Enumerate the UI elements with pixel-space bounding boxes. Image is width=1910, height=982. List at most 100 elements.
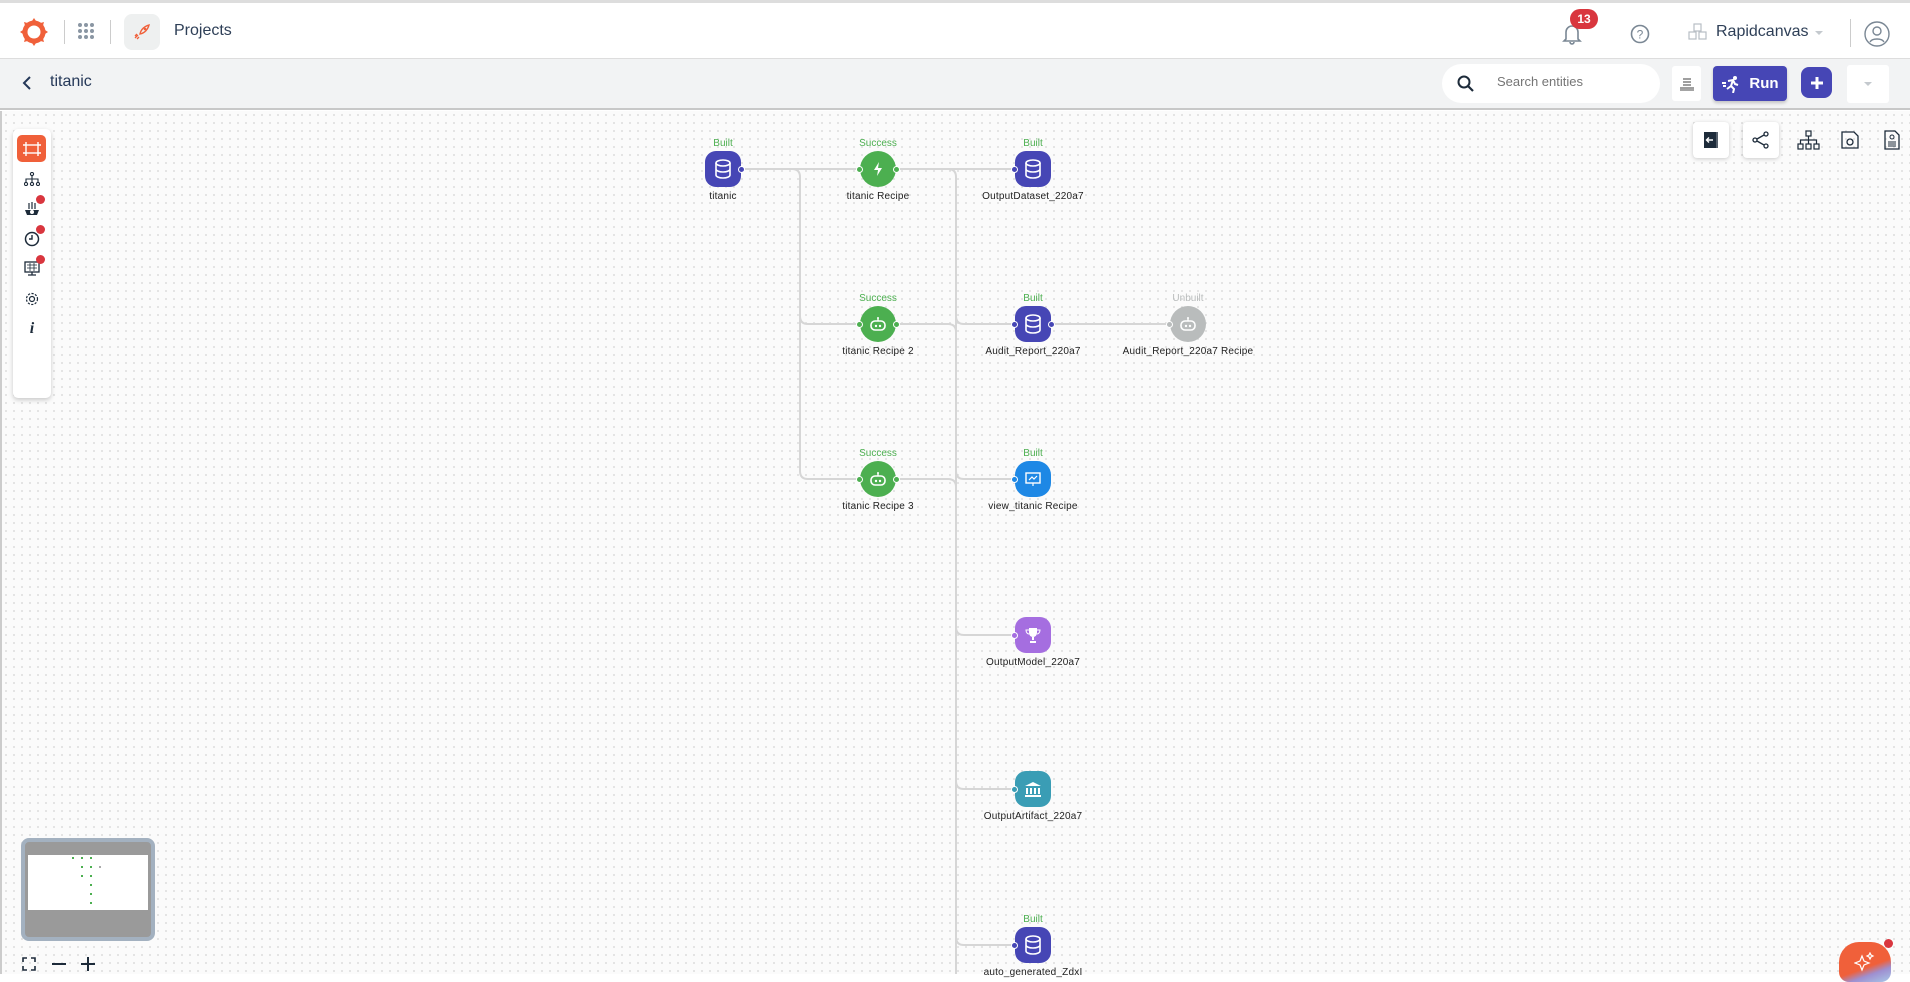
node-model[interactable] xyxy=(1011,617,1051,653)
node-recipe[interactable] xyxy=(856,151,900,187)
minimap-node xyxy=(81,875,83,877)
run-button[interactable]: Run xyxy=(1713,66,1787,101)
list-icon xyxy=(1679,77,1694,91)
node-dataset[interactable] xyxy=(1011,306,1055,342)
input-port[interactable] xyxy=(1011,165,1018,173)
add-button[interactable] xyxy=(1801,67,1832,98)
node-ai-recipe[interactable] xyxy=(856,306,900,342)
node-ai-recipe[interactable] xyxy=(856,461,900,497)
node-status: Built xyxy=(1023,914,1043,925)
info-button[interactable]: i xyxy=(29,320,35,337)
recipe-icon xyxy=(872,161,884,177)
node-label: titanic Recipe 3 xyxy=(842,501,914,512)
node-label: view_titanic Recipe xyxy=(988,501,1078,512)
ai-assistant-button[interactable] xyxy=(1839,939,1893,982)
scheduler-button[interactable] xyxy=(17,225,47,253)
gear-ai-icon xyxy=(25,202,39,215)
hierarchy-icon xyxy=(1797,130,1820,150)
input-port[interactable] xyxy=(856,320,863,328)
apps-grid-icon[interactable] xyxy=(77,22,95,45)
dataset-icon xyxy=(1024,314,1042,334)
left-toolbar: i xyxy=(13,129,51,398)
output-port[interactable] xyxy=(893,165,900,173)
node-label: auto_generated_ZdxI xyxy=(983,967,1083,978)
document-settings-button[interactable] xyxy=(1874,122,1910,158)
node-chart[interactable] xyxy=(1011,461,1051,497)
hierarchy-layout-button[interactable] xyxy=(1791,122,1827,158)
fit-view-icon[interactable] xyxy=(22,957,36,976)
output-port[interactable] xyxy=(893,475,900,483)
alert-dot xyxy=(1884,939,1893,948)
input-port[interactable] xyxy=(1011,320,1018,328)
node-dataset[interactable] xyxy=(1011,151,1051,187)
node-ai-recipe[interactable] xyxy=(1166,306,1206,342)
projects-rocket-button[interactable] xyxy=(124,14,160,50)
node-dataset[interactable] xyxy=(1011,927,1051,963)
alert-dot xyxy=(36,195,45,204)
logs-button[interactable] xyxy=(1672,66,1701,101)
chart-icon xyxy=(1025,471,1041,487)
ai-recipe-icon xyxy=(869,471,887,487)
node-label: titanic Recipe xyxy=(846,191,910,202)
artifact-icon xyxy=(1024,781,1042,797)
input-port[interactable] xyxy=(1011,475,1018,483)
node-dataset[interactable] xyxy=(705,151,745,187)
save-layout-button[interactable] xyxy=(1832,122,1868,158)
input-port[interactable] xyxy=(1011,941,1018,949)
monitor-grid-icon xyxy=(24,261,40,276)
workspace-selector[interactable]: Rapidcanvas xyxy=(1716,23,1809,40)
plus-icon xyxy=(1810,76,1823,89)
workspace-chevron-down-icon[interactable] xyxy=(1815,31,1823,35)
user-avatar-icon[interactable] xyxy=(1864,21,1890,52)
input-port[interactable] xyxy=(1166,320,1173,328)
input-port[interactable] xyxy=(856,165,863,173)
minimap-node xyxy=(90,857,92,859)
rocket-icon xyxy=(134,24,150,40)
save-icon xyxy=(1841,131,1859,149)
share-graph-button[interactable] xyxy=(1743,122,1779,158)
node-label: OutputModel_220a7 xyxy=(985,657,1081,668)
input-port[interactable] xyxy=(856,475,863,483)
more-dropdown-button[interactable] xyxy=(1847,65,1889,103)
collapse-panel-button[interactable] xyxy=(1693,122,1729,158)
workspace-cubes-icon xyxy=(1688,23,1708,46)
input-port[interactable] xyxy=(1011,785,1018,793)
canvas-view-button[interactable] xyxy=(17,135,46,162)
node-status: Built xyxy=(1023,138,1043,149)
node-status: Success xyxy=(859,138,897,149)
dag-view-button[interactable] xyxy=(17,165,47,193)
document-gear-icon xyxy=(1884,130,1900,150)
node-status: Success xyxy=(859,293,897,304)
clock-icon xyxy=(24,231,40,247)
minimap-node xyxy=(90,884,92,887)
output-port[interactable] xyxy=(893,320,900,328)
help-icon[interactable]: ? xyxy=(1630,24,1650,49)
input-port[interactable] xyxy=(1011,631,1018,639)
minimap[interactable] xyxy=(21,838,155,941)
predictions-button[interactable] xyxy=(17,195,47,223)
minimap-node xyxy=(81,866,83,868)
sparkles-icon xyxy=(1854,952,1875,972)
project-header: titanic Run xyxy=(0,59,1910,110)
zoom-in-icon[interactable] xyxy=(80,956,96,977)
back-chevron-icon[interactable] xyxy=(21,74,33,97)
node-artifact[interactable] xyxy=(1011,771,1051,807)
dataset-icon xyxy=(1024,159,1042,179)
zoom-out-icon[interactable] xyxy=(51,957,67,976)
projects-nav-title[interactable]: Projects xyxy=(174,22,232,39)
search-entities-field[interactable] xyxy=(1442,64,1660,103)
node-status: Built xyxy=(1023,448,1043,459)
minimap-node xyxy=(81,857,83,859)
search-input[interactable] xyxy=(1497,74,1647,89)
node-label: titanic Recipe 2 xyxy=(842,346,914,357)
output-port[interactable] xyxy=(1048,320,1055,328)
share-nodes-icon xyxy=(1752,131,1769,149)
org-chart-icon xyxy=(24,172,40,186)
output-port[interactable] xyxy=(738,165,745,173)
rapidcanvas-logo-icon[interactable] xyxy=(20,18,48,51)
ai-recipe-icon xyxy=(1179,316,1197,332)
dataapps-button[interactable] xyxy=(17,255,47,283)
minimap-viewport[interactable] xyxy=(28,855,148,910)
settings-button[interactable] xyxy=(17,285,47,313)
